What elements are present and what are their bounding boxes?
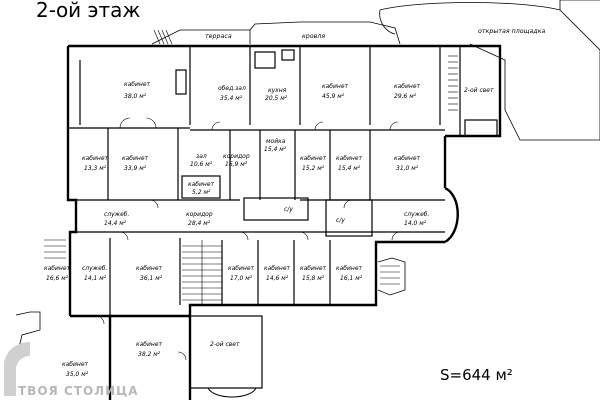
room-r3-area: 20,5 м² [265, 95, 288, 102]
room-r27-name: кабинет [336, 265, 363, 272]
room-r20-name: служеб. [404, 211, 429, 218]
room-r21-area: 16,6 м² [46, 275, 69, 282]
room-r11-name: мойка [266, 138, 286, 145]
room-r17-name: коридор [186, 211, 213, 218]
room-r4-area: 45,9 м² [322, 93, 345, 100]
room-labels: кабинет 38,0 м² обед.зал 35,4 м² кухня 2… [44, 81, 494, 378]
room-r13-name: кабинет [336, 155, 363, 162]
terrace-label: терраса [205, 33, 232, 40]
room-r27-area: 16,1 м² [340, 275, 363, 282]
room-r6-name: 2-ой свет [464, 87, 494, 94]
total-area: S=644 м² [440, 366, 513, 384]
room-r1-name: кабинет [124, 81, 151, 88]
plan-title: 2-ой этаж [36, 0, 141, 22]
room-r11-area: 15,4 м² [264, 146, 287, 153]
room-r14-area: 31,0 м² [396, 165, 419, 172]
watermark-logo-icon [4, 342, 30, 396]
room-r25-name: кабинет [264, 265, 291, 272]
room-r23-area: 36,1 м² [140, 275, 163, 282]
watermark-text: ТВОЯ СТОЛИЦА [18, 384, 139, 398]
room-r26-name: кабинет [300, 265, 327, 272]
room-r24-name: кабинет [228, 265, 255, 272]
outdoor-outlines [15, 0, 600, 361]
room-r7-name: кабинет [82, 155, 109, 162]
room-r30-name: кабинет [62, 361, 89, 368]
room-r22-name: служеб. [82, 265, 107, 272]
stairs [44, 29, 458, 305]
room-r5-area: 29,6 м² [394, 93, 417, 100]
room-r10-name: коридор [223, 153, 250, 160]
roof-label: кровля [302, 33, 325, 40]
room-r16-name: служеб. [104, 211, 129, 218]
porch-curve [207, 387, 257, 398]
room-r9-name: зал [196, 153, 207, 160]
room-r22-area: 14,1 м² [84, 275, 107, 282]
room-r25-area: 14,6 м² [266, 275, 289, 282]
room-r15-name: кабинет [188, 181, 215, 188]
room-r20-area: 14,0 м² [404, 220, 427, 227]
room-r16-area: 14,4 м² [104, 220, 127, 227]
room-r26-area: 15,8 м² [302, 275, 325, 282]
room-r15-area: 5,2 м² [192, 189, 211, 196]
open-platform-label: открытая площадка [478, 28, 546, 35]
room-r18-name: с/у [284, 206, 293, 213]
room-r21-name: кабинет [44, 265, 71, 272]
room-r23-name: кабинет [136, 265, 163, 272]
room-r28-name: кабинет [136, 341, 163, 348]
room-r29-name: 2-ой свет [210, 341, 240, 348]
room-r10-area: 16,9 м² [225, 161, 248, 168]
room-r17-area: 28,4 м² [188, 220, 211, 227]
room-r12-name: кабинет [300, 155, 327, 162]
room-r13-area: 15,4 м² [338, 165, 361, 172]
room-r1-area: 38,0 м² [124, 93, 147, 100]
room-r2-area: 35,4 м² [220, 95, 243, 102]
room-r30-area: 35,0 м² [66, 371, 89, 378]
room-r28-area: 38,2 м² [138, 351, 161, 358]
door-swings [95, 117, 401, 361]
room-r9-area: 10,6 м² [190, 161, 213, 168]
room-r5-name: кабинет [394, 83, 421, 90]
room-r3-name: кухня [268, 87, 287, 94]
room-r7-area: 13,3 м² [84, 165, 107, 172]
room-r4-name: кабинет [322, 83, 349, 90]
room-r24-area: 17,0 м² [230, 275, 253, 282]
interior-walls [68, 46, 498, 389]
room-r14-name: кабинет [394, 155, 421, 162]
room-r8-area: 33,9 м² [124, 165, 147, 172]
room-r2-name: обед.зал [218, 85, 246, 92]
room-r19-name: с/у [336, 217, 345, 224]
room-r12-area: 15,2 м² [302, 165, 325, 172]
room-r8-name: кабинет [122, 155, 149, 162]
